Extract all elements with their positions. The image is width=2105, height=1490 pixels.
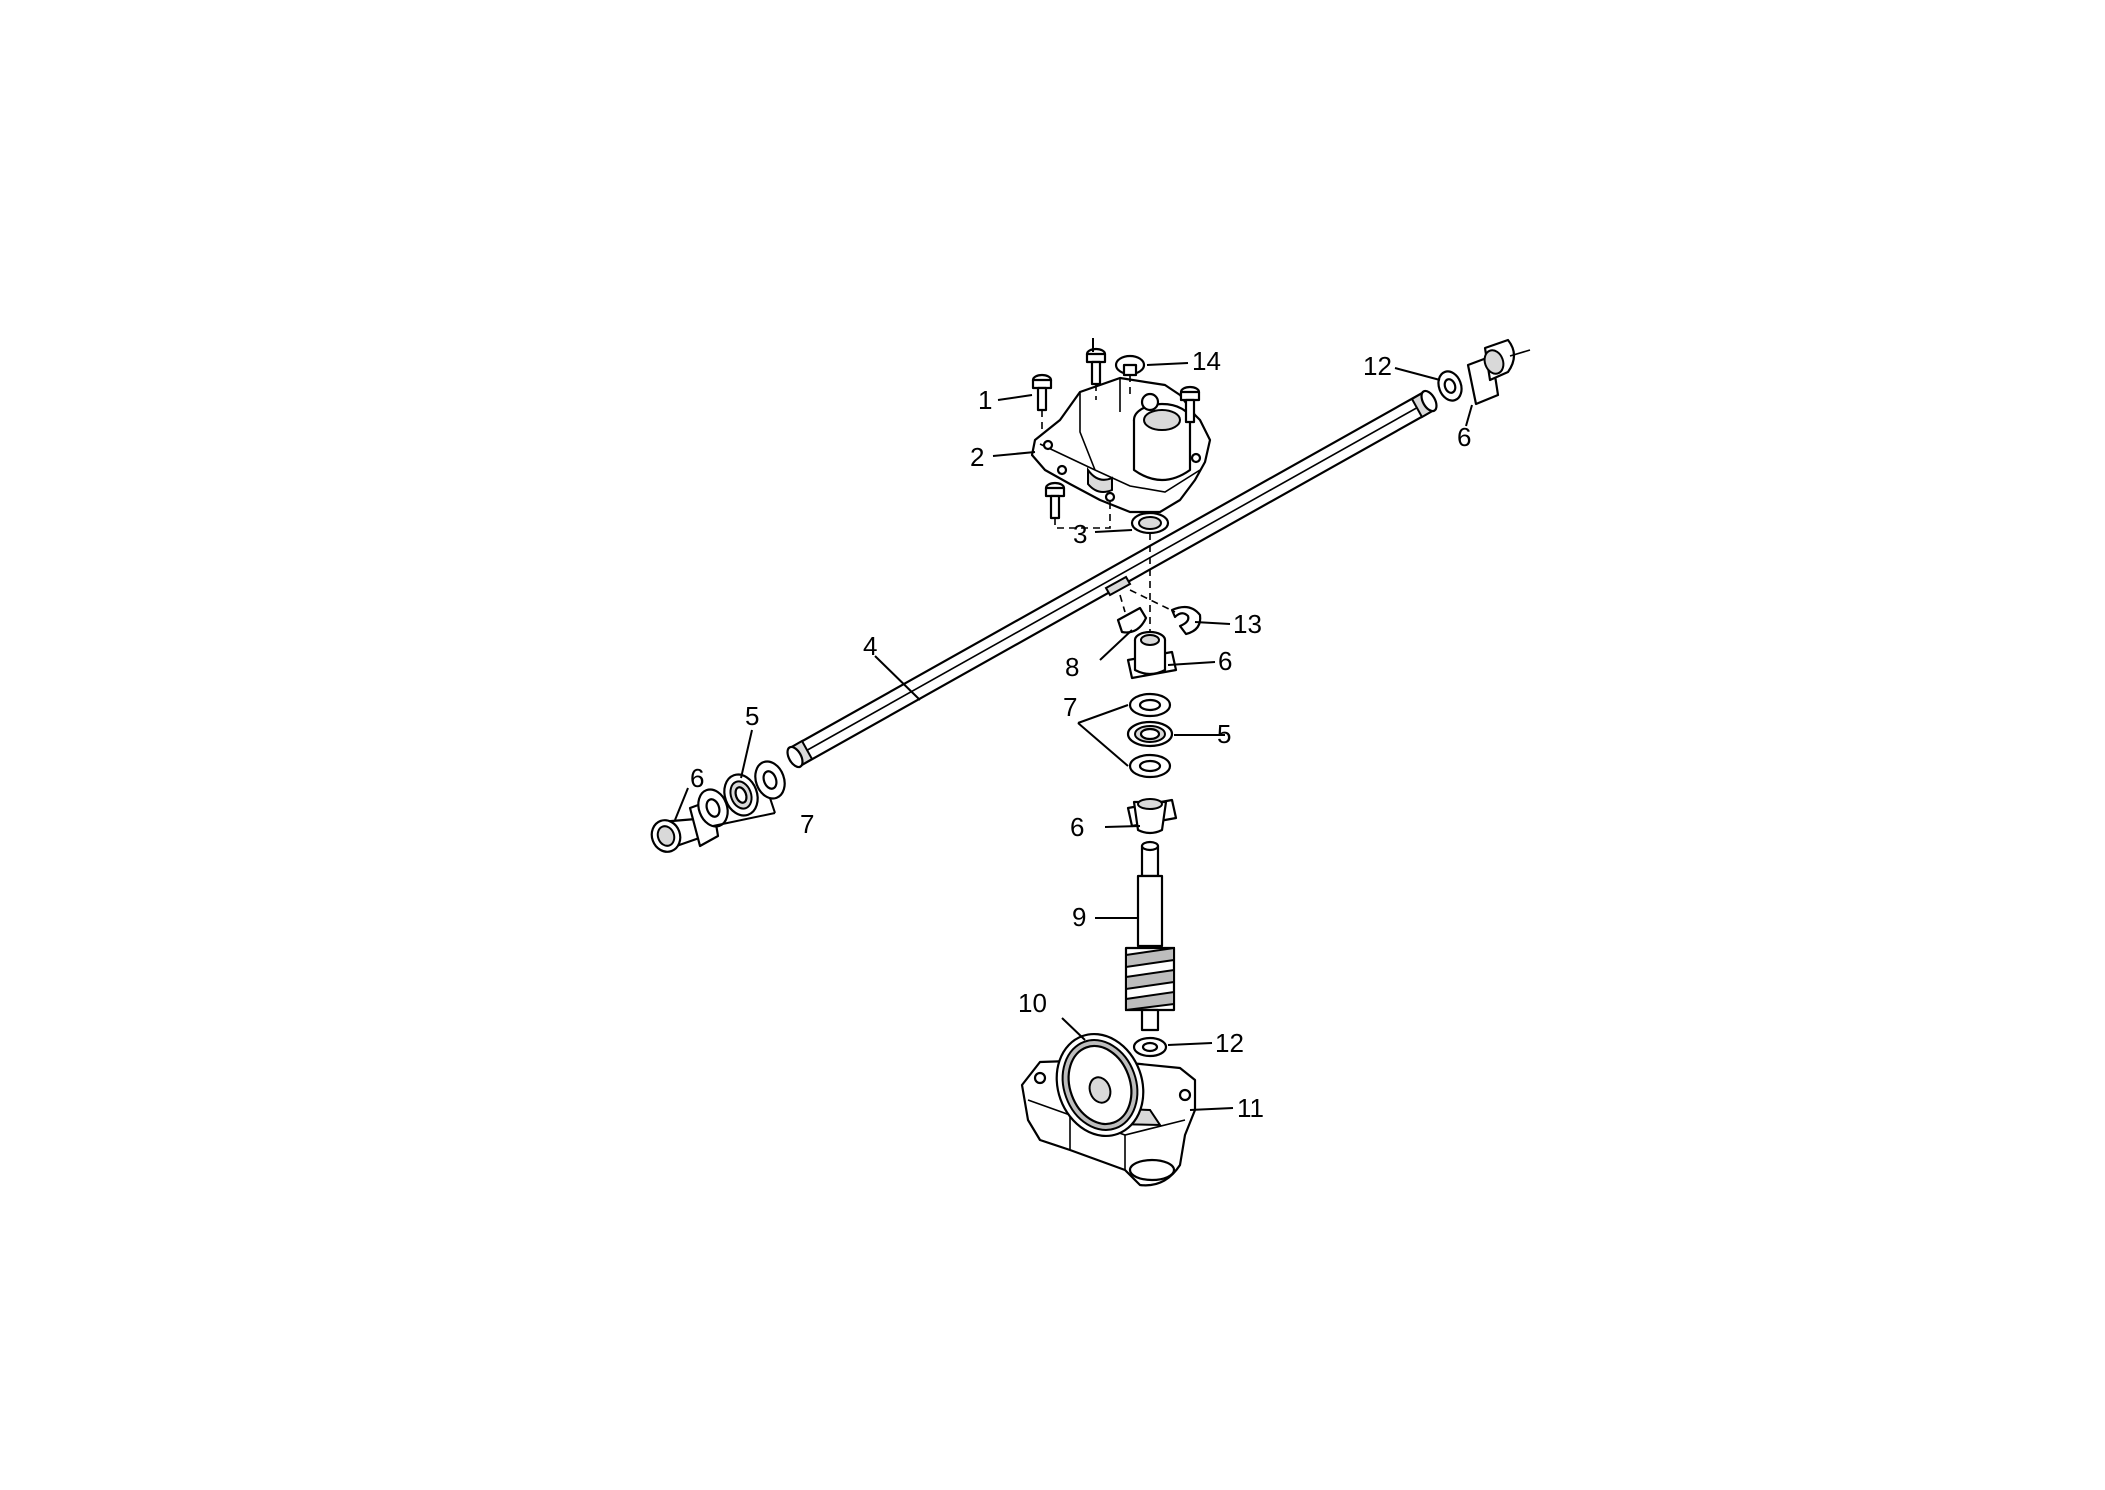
woodruff-key	[1116, 594, 1148, 634]
callout-7-left: 7	[800, 809, 814, 839]
callout-14: 14	[1192, 346, 1221, 376]
callout-1: 1	[978, 385, 992, 415]
worm-shaft	[1124, 840, 1176, 1032]
callout-4: 4	[863, 631, 877, 661]
retaining-ring	[1129, 589, 1202, 636]
screw-1	[1031, 373, 1053, 412]
callout-6-stack-lower: 6	[1070, 812, 1084, 842]
screw-3	[1179, 385, 1201, 424]
callout-3: 3	[1073, 519, 1087, 549]
thrust-washer-b	[1128, 753, 1172, 779]
thrust-washer-a	[1128, 692, 1172, 718]
callout-8: 8	[1065, 652, 1079, 682]
callout-9: 9	[1072, 902, 1086, 932]
thrust-bearing-center	[1126, 720, 1174, 748]
callout-5-left: 5	[745, 701, 759, 731]
callout-11: 11	[1237, 1093, 1264, 1123]
leader-lines	[674, 338, 1473, 1111]
thrust-bearing-left	[723, 773, 759, 817]
oil-seal	[1130, 511, 1170, 535]
callout-6-stack-upper: 6	[1218, 646, 1232, 676]
screw-4	[1044, 481, 1066, 520]
flange-bearing-upper	[1126, 630, 1178, 680]
washer-left-b	[754, 760, 786, 800]
flange-bearing-lower	[1126, 798, 1178, 835]
callout-6-left: 6	[690, 763, 704, 793]
callout-13: 13	[1233, 609, 1262, 639]
callout-5-stack: 5	[1217, 719, 1231, 749]
callout-2: 2	[970, 442, 984, 472]
callout-10: 10	[1018, 988, 1047, 1018]
plug-cap	[1114, 354, 1146, 395]
axle-shaft	[786, 389, 1438, 769]
callout-6-right: 6	[1457, 422, 1471, 452]
washer-lower	[1132, 1036, 1168, 1058]
helical-gear	[1055, 1032, 1145, 1138]
screw-2	[1085, 347, 1107, 386]
callout-12-right: 12	[1363, 351, 1392, 381]
callout-labels: 1 2 3 4 5 5 6 6 6 6 7 7 8 9 10 11 12 12 …	[690, 346, 1471, 1123]
washer-right	[1437, 370, 1463, 402]
callout-7-stack: 7	[1063, 692, 1077, 722]
flange-bearing-right	[1466, 338, 1531, 406]
callout-12-lower: 12	[1215, 1028, 1244, 1058]
